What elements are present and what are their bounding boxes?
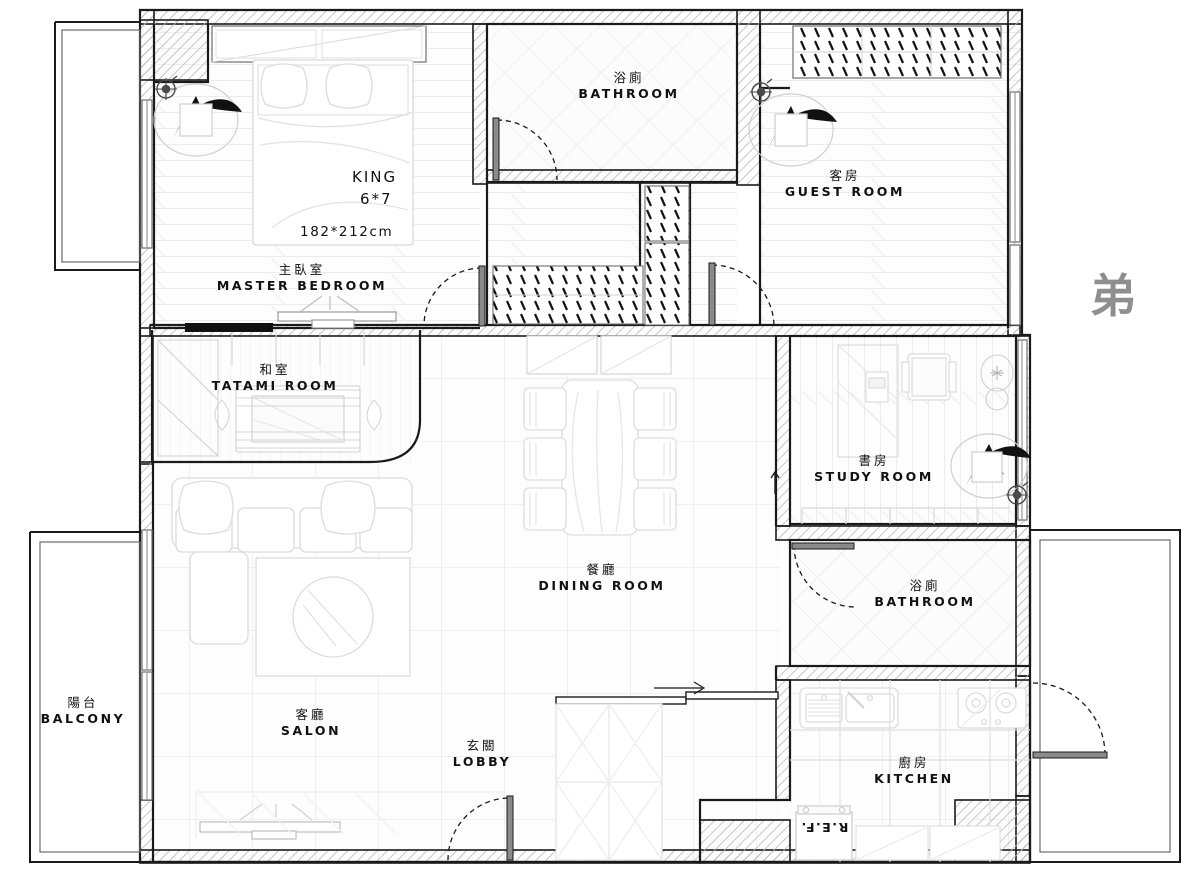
kitchen-stove [957,687,1027,729]
compass-icon-guest [750,78,773,103]
tatami-table [214,385,382,453]
dining-sideboard [526,335,672,375]
refrigerator [795,805,853,861]
watermark-character: 弟 [1090,269,1136,323]
master-bed [252,59,414,246]
guest-lamp [748,93,837,167]
kitchen-counter [790,680,1030,862]
direction-arrow [770,470,780,494]
compass-icon-study [1006,481,1029,506]
study-plant [980,354,1014,411]
compass-icon-bedroom [155,75,178,100]
kitchen-base-cabinets [855,825,1001,861]
coffee-table [255,557,411,677]
lobby-cabinet [555,703,663,861]
doors [423,117,1108,861]
lower-wall-detail [699,799,790,862]
bedside-lamp [153,83,242,157]
tatami-shelf [157,332,365,457]
study-lamp [950,433,1031,499]
structural-walls [139,9,1031,864]
sofa [171,477,413,645]
bedroom-black-sill [185,323,273,332]
study-cabinets [801,507,1010,524]
dining-table [523,379,677,536]
balcony-right [1030,529,1181,863]
bedroom-console [277,295,397,329]
kitchen-sink [799,687,899,729]
windows [141,91,1028,801]
bed-label-king: KING [352,168,398,186]
salon-console [195,791,506,840]
study-desk [837,344,957,458]
wardrobes [211,25,1002,326]
refrigerator-label: R.E.F. [800,820,849,835]
balcony-left [29,21,141,863]
bed-size-cm: 182*212cm [300,224,394,240]
bed-size-feet: 6*7 [360,190,393,208]
